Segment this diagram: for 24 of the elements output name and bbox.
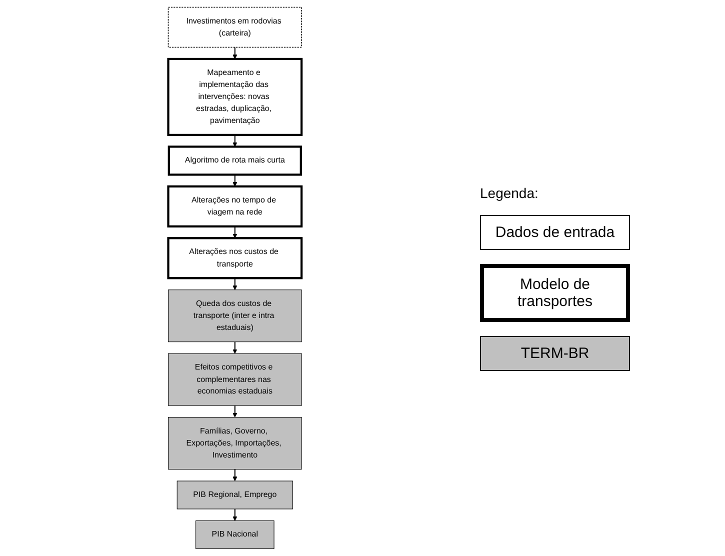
arrow [232, 406, 238, 418]
arrow [232, 342, 238, 354]
legend-sample: TERM-BR [480, 336, 630, 371]
arrow [232, 509, 238, 521]
arrow [232, 226, 238, 238]
arrow [232, 174, 238, 187]
node-box [167, 58, 303, 136]
node-box [176, 480, 294, 510]
node-box [168, 417, 302, 470]
legend-heading: Legenda: [480, 185, 540, 201]
legend-sample: Modelo de transportes [480, 264, 630, 322]
node-box [196, 520, 274, 549]
node-box [168, 146, 302, 176]
arrow [232, 278, 238, 290]
legend-sample: Dados de entrada [480, 215, 630, 250]
flowchart: Investimentos em rodovias (carteira) Mapeamento e implementação das intervenções: novas estradas, duplicação, pavimentação Algoritmo de rota mais curta Alterações no tempo de viagem na rede Alterações nos custos de transporte Queda dos custos de transporte (inter e intra estaduais) Efeitos competitivos e complementares nas economias estaduais Famílias, Governo, Exportações, Importações, Investimento PIB Regional, Emprego PIB Nacional [164, 3, 306, 553]
node-box [168, 290, 302, 342]
arrow [232, 47, 238, 60]
node-box [168, 353, 302, 406]
arrow [232, 469, 238, 482]
node-box [168, 6, 302, 48]
node-box [167, 237, 303, 280]
arrow [232, 134, 238, 147]
node-box [167, 185, 303, 228]
